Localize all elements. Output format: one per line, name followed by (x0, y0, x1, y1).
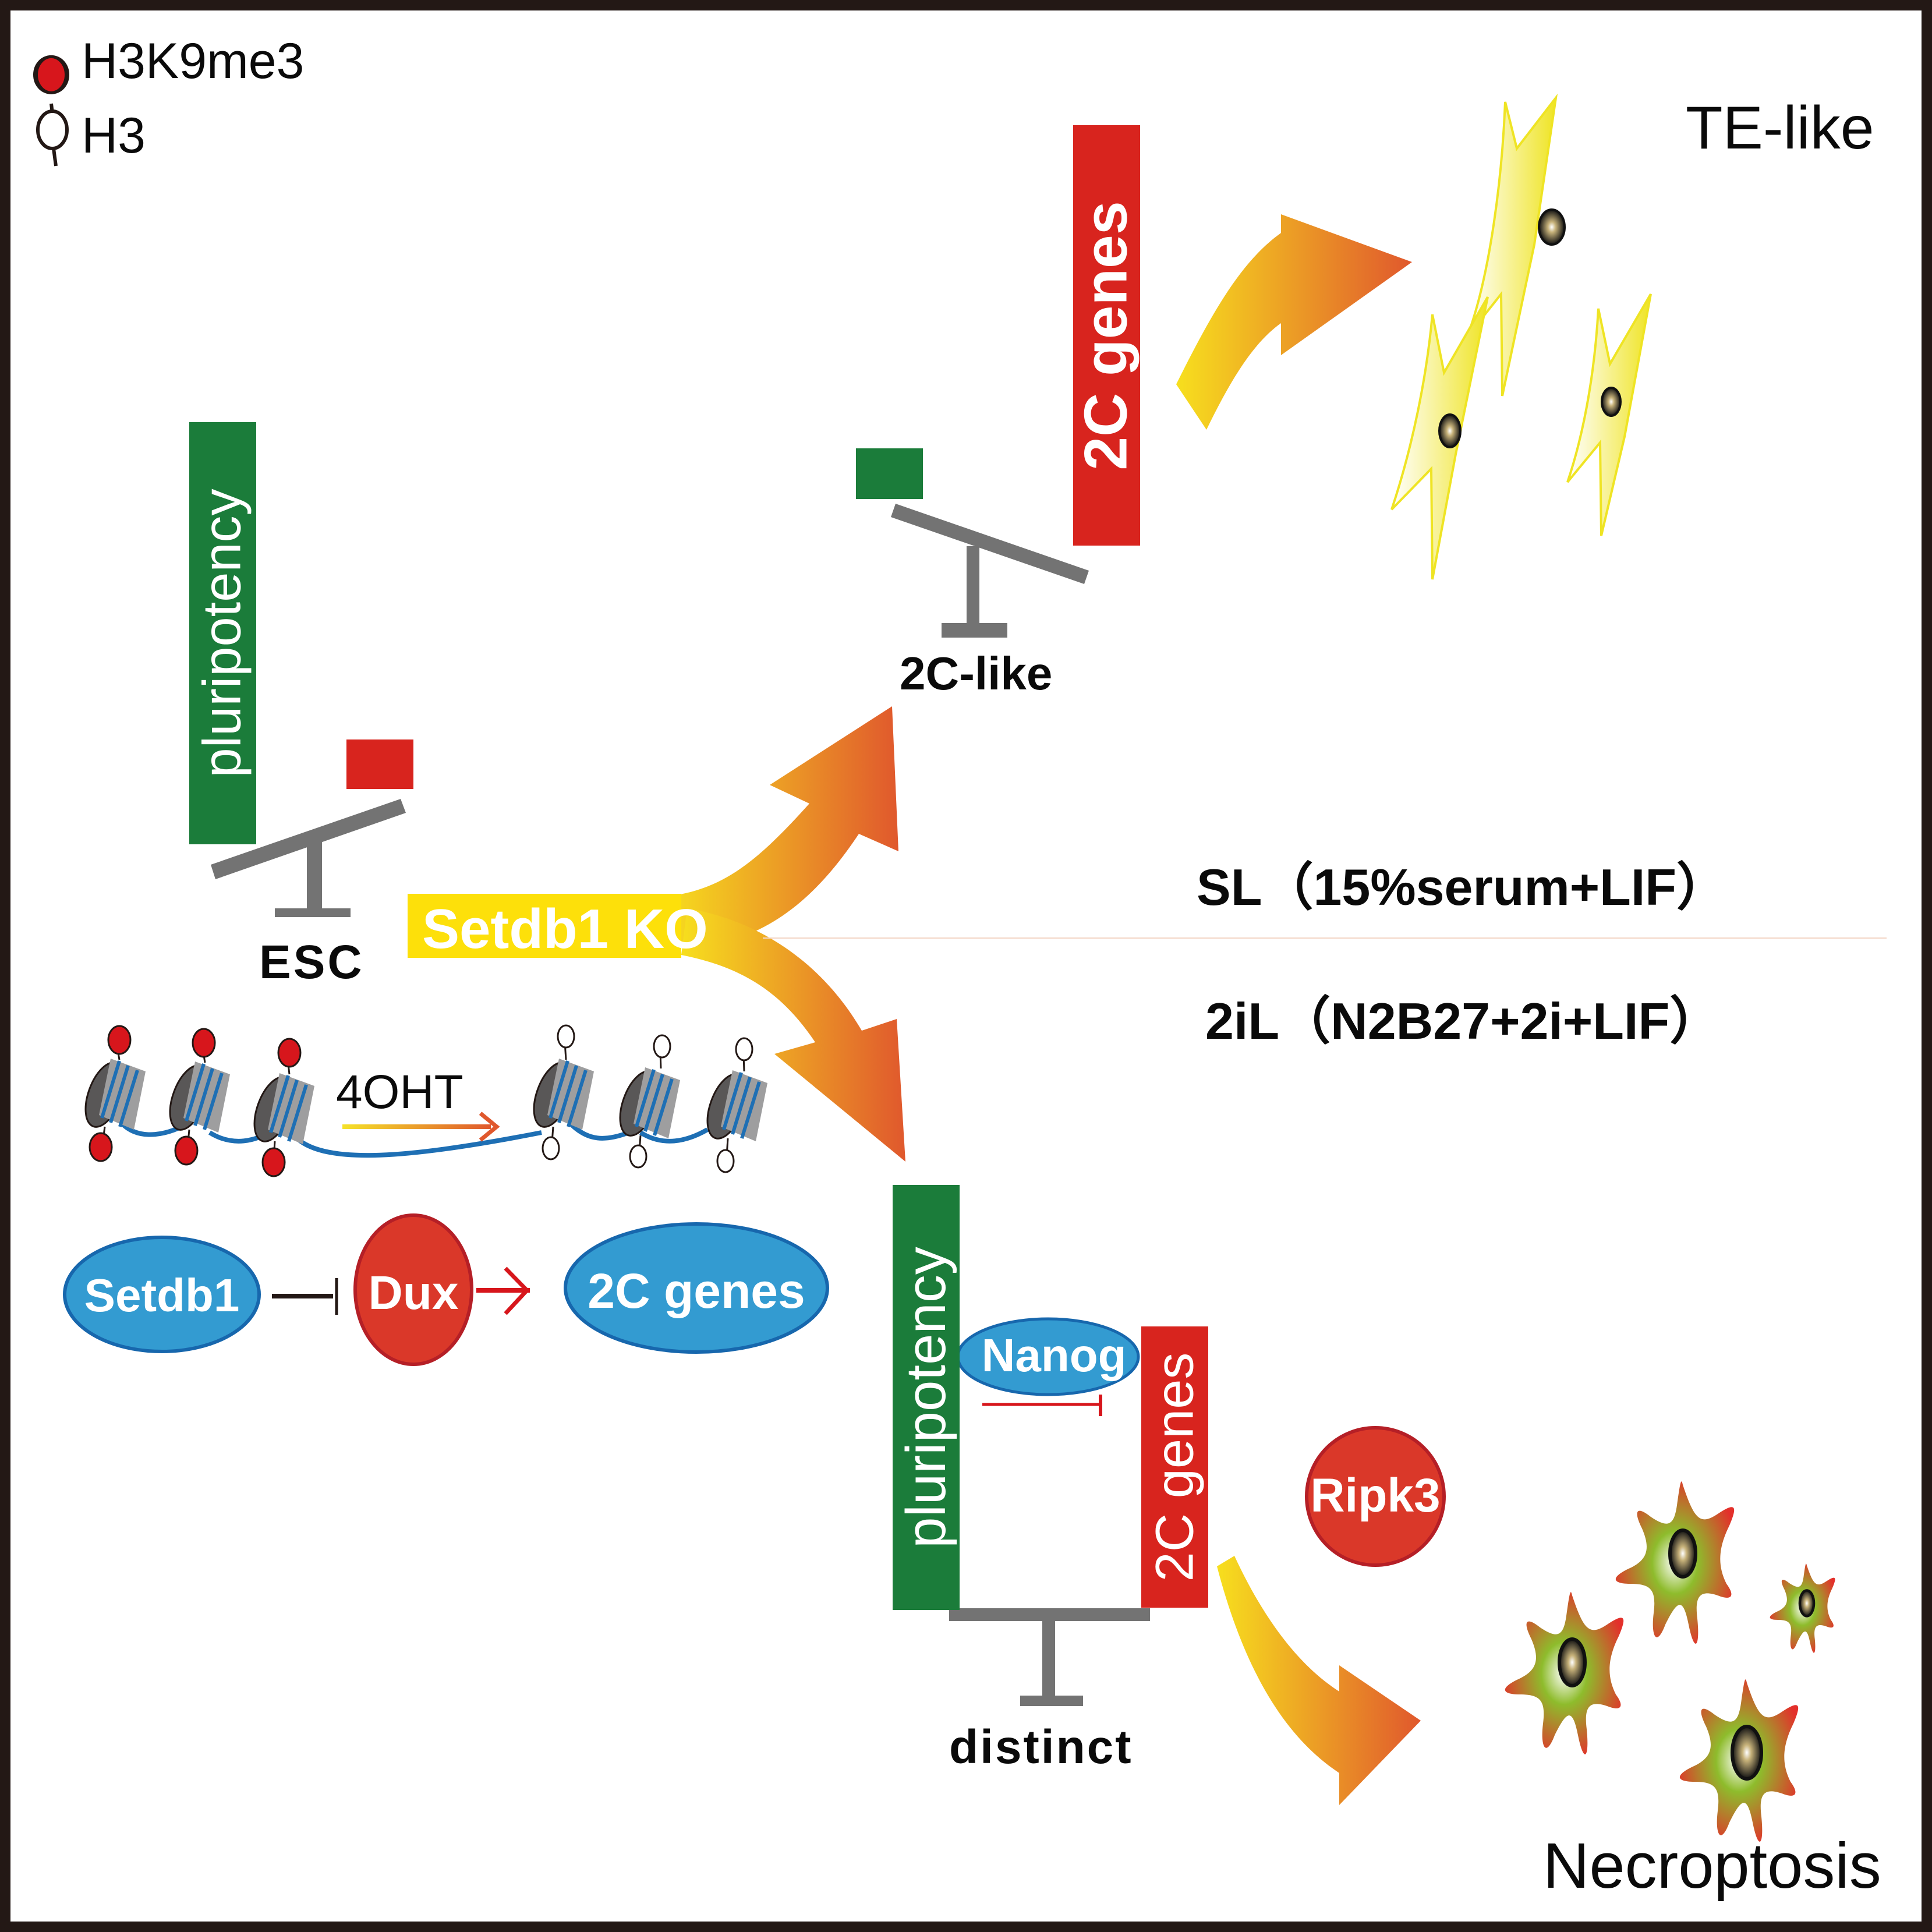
dux-node-label: Dux (368, 1266, 459, 1319)
nucleosome-icon (253, 1038, 314, 1177)
nucleus-icon (1438, 413, 1462, 448)
nucleus-icon (1731, 1725, 1763, 1781)
nucleus-icon (1668, 1528, 1697, 1579)
nucleosome-icon (706, 1037, 767, 1173)
chromatin-h3 (533, 1024, 767, 1173)
ripk3-label: Ripk3 (1310, 1469, 1441, 1522)
necro-cell (1770, 1563, 1835, 1653)
upper-2c-genes-bar: 2C genes (1073, 125, 1140, 546)
necro-cell (1505, 1592, 1624, 1754)
dux-node (353, 1213, 473, 1366)
chromatin-h3k9me3 (84, 1025, 542, 1177)
nucleus-icon (1538, 208, 1566, 246)
te-cell (1566, 293, 1652, 536)
condition-sl-label: SL（15%serum+LIF） (1197, 858, 1728, 916)
legend-h3-label: H3 (82, 108, 146, 164)
esc-state-label: ESC (259, 936, 365, 989)
nucleus-icon (1601, 387, 1622, 417)
te-cell (1390, 296, 1489, 580)
setdb1-ko-box (408, 894, 681, 958)
setdb1-node-label: Setdb1 (84, 1269, 240, 1321)
esc-seesaw (211, 739, 413, 917)
nucleosome-icon (619, 1034, 680, 1169)
condition-2il-label: 2iL（N2B27+2i+LIF） (1205, 992, 1721, 1050)
setdb1-node (63, 1236, 261, 1353)
arrow-to-te-like (1176, 214, 1412, 430)
distinct-seesaw (949, 1317, 1150, 1706)
te-cell (1466, 93, 1566, 397)
pathway-diagram (63, 1213, 829, 1366)
lower-pluripotency-label: pluripotency (894, 1247, 957, 1548)
nucleosome-icon (533, 1024, 594, 1160)
twoC-like-pluripotency-block (856, 448, 923, 499)
nucleus-icon (1798, 1589, 1816, 1618)
lower-2c-genes-bar: 2C genes (1141, 1326, 1208, 1608)
twoC-like-seesaw (856, 448, 1089, 638)
nucleosome-icon (84, 1025, 146, 1162)
necro-cell (1615, 1481, 1735, 1644)
te-like-label: TE-like (1686, 94, 1874, 162)
distinct-state-label: distinct (949, 1721, 1133, 1774)
esc-2c-block (346, 739, 413, 789)
setdb1-ko-label: Setdb1 KO (422, 898, 708, 960)
lower-pluripotency-bar: pluripotency (893, 1185, 960, 1610)
treatment-arrow (342, 1112, 500, 1142)
esc-pluripotency-bar: pluripotency (189, 422, 256, 844)
legend-h3k9me3-label: H3K9me3 (82, 33, 305, 89)
nanog-node-label: Nanog (981, 1329, 1127, 1381)
nucleosome-icon (169, 1028, 230, 1166)
lower-2c-genes-label: 2C genes (1145, 1352, 1204, 1582)
twoC-like-state-label: 2C-like (900, 647, 1053, 699)
twoC-genes-node-label: 2C genes (588, 1264, 805, 1318)
necroptosis-label: Necroptosis (1543, 1830, 1881, 1902)
nucleus-icon (1558, 1637, 1587, 1687)
branch-arrow-up (664, 706, 898, 949)
ripk3-node (1305, 1426, 1446, 1567)
upper-2c-genes-label: 2C genes (1073, 200, 1141, 470)
necro-cell (1679, 1679, 1799, 1842)
necroptotic-cells (1505, 1481, 1835, 1842)
legend-h3-pin-icon (36, 109, 69, 167)
legend-h3k9me3-pin-icon (33, 55, 69, 129)
arrow-to-necroptosis (1217, 1556, 1421, 1805)
esc-pluripotency-label: pluripotency (193, 489, 253, 778)
branch-arrow-down (681, 908, 905, 1162)
treatment-label: 4OHT (336, 1066, 463, 1119)
te-like-cells (1390, 93, 1652, 580)
twoC-genes-node (564, 1222, 829, 1354)
